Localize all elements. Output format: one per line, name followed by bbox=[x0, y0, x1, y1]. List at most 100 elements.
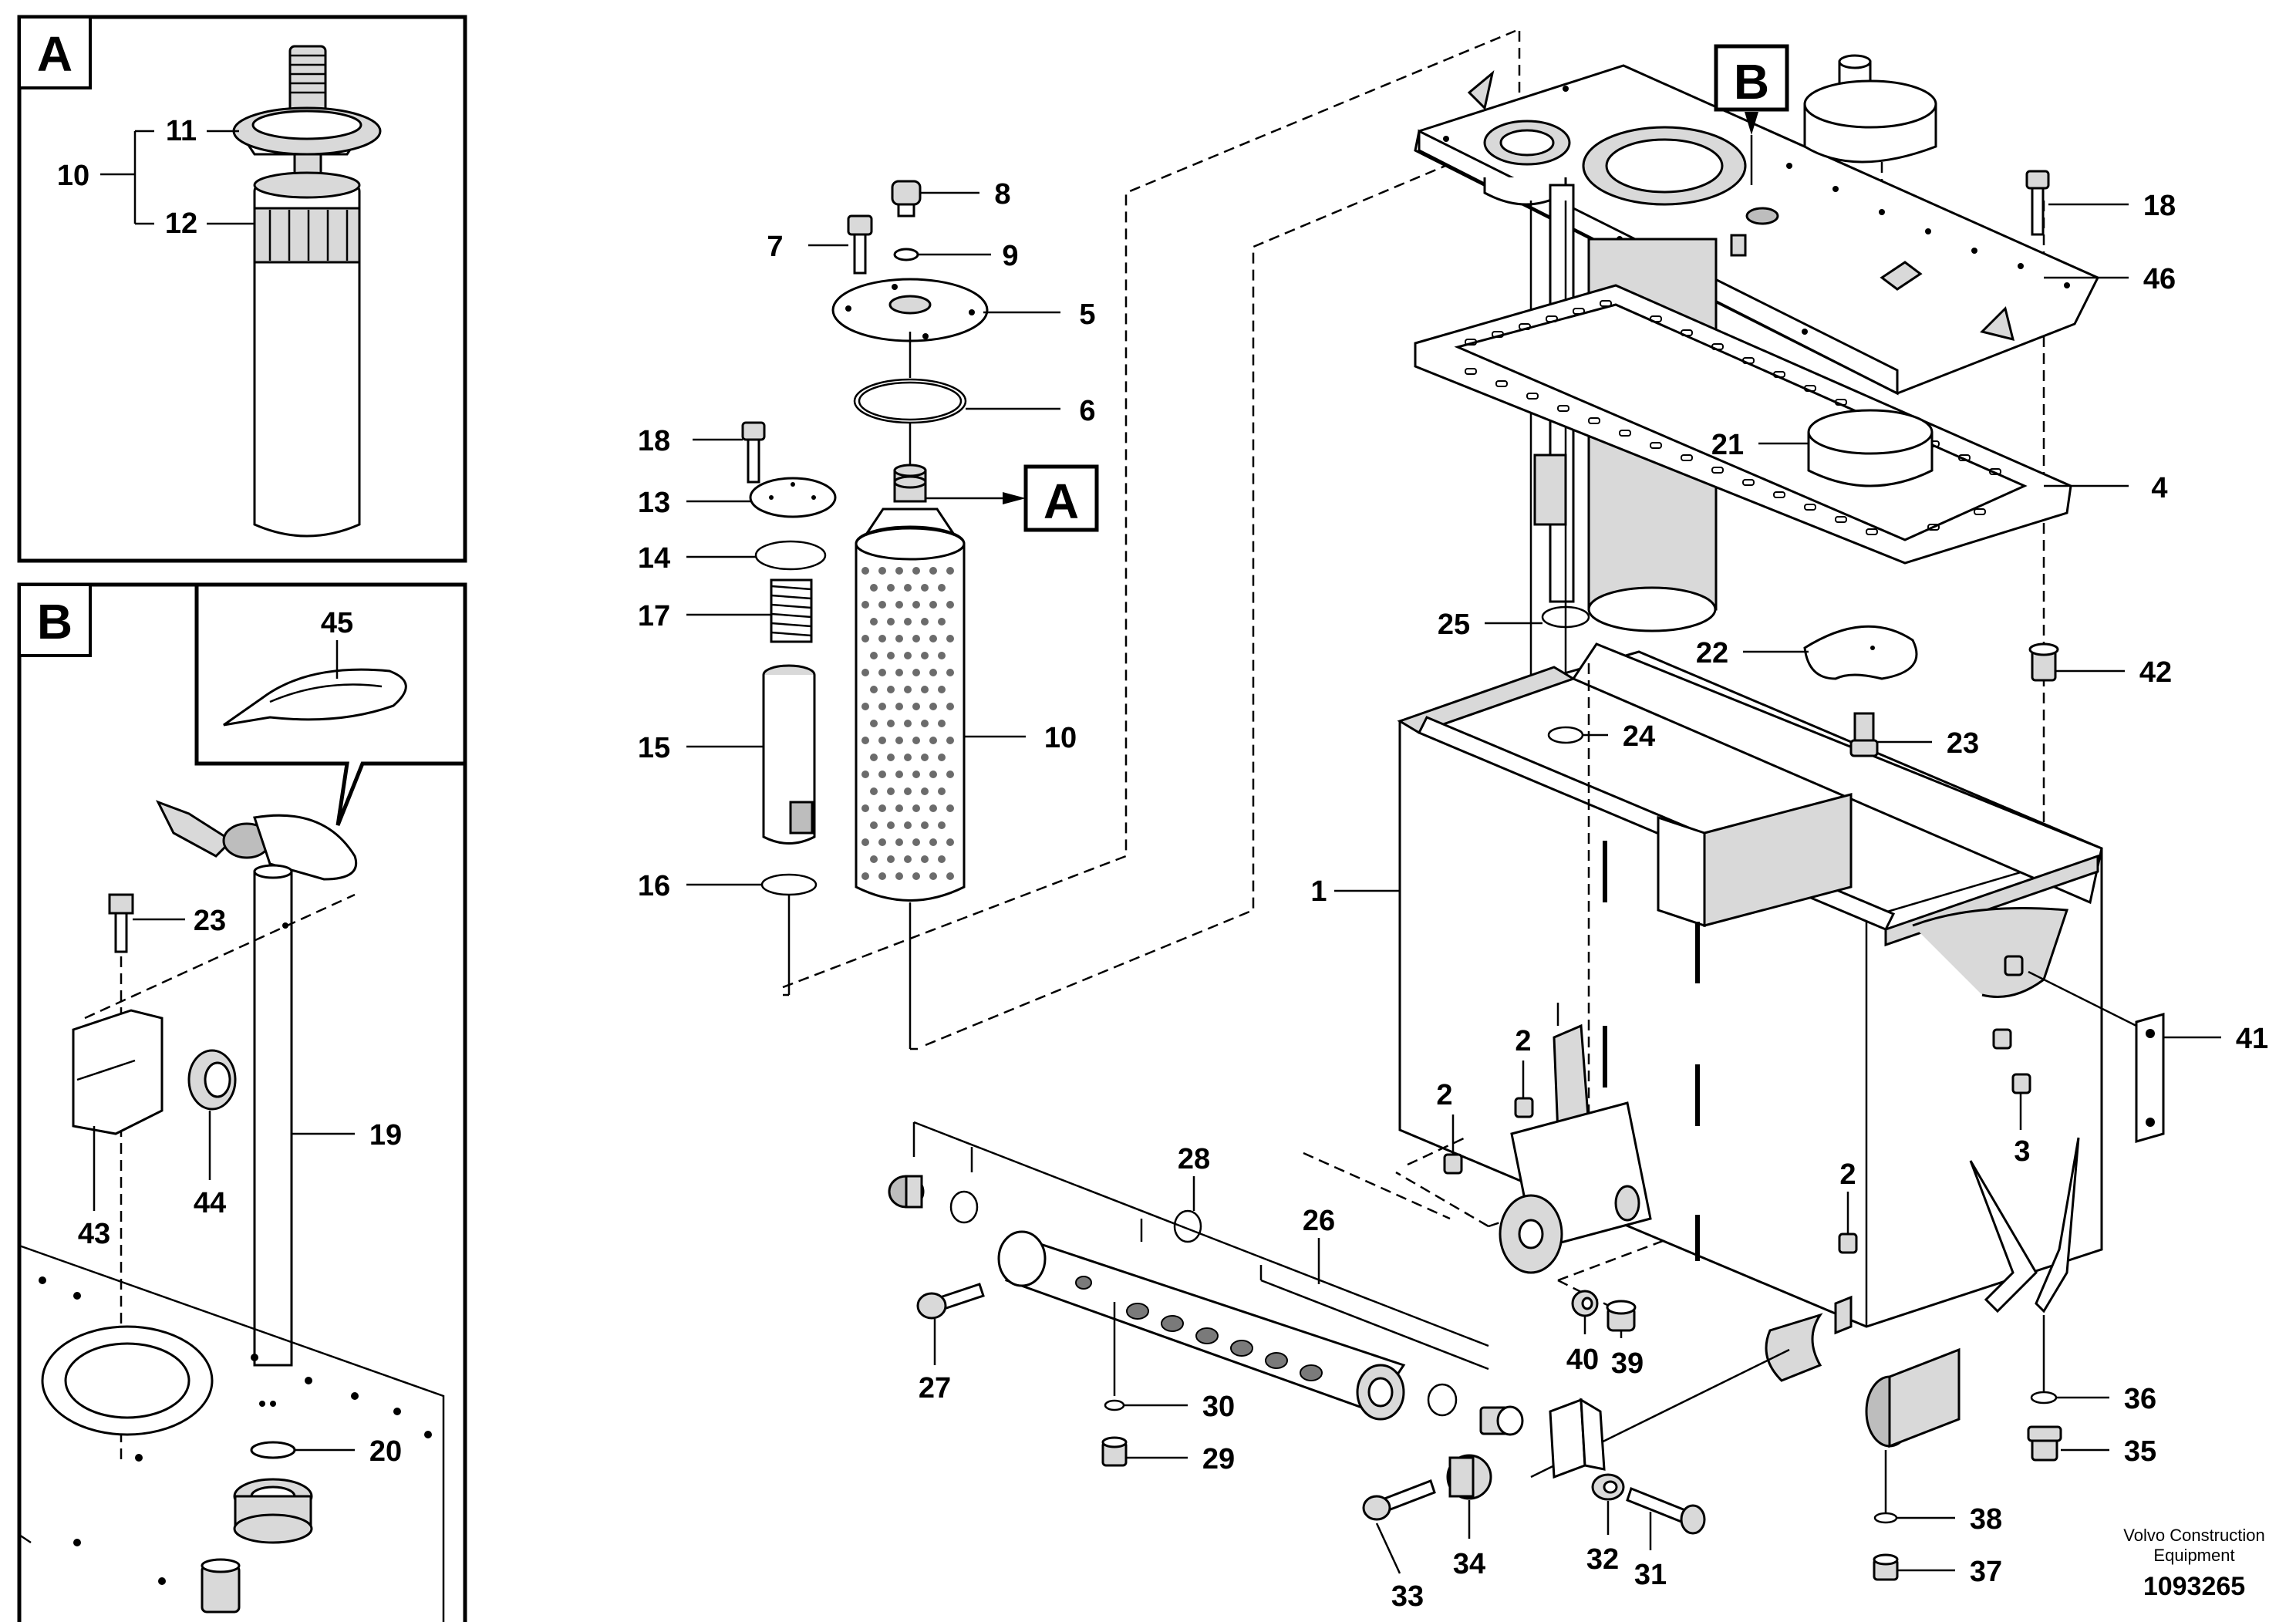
perforation-hole bbox=[938, 821, 946, 829]
perforation-hole bbox=[887, 787, 895, 795]
perforation-hole bbox=[921, 754, 929, 761]
perforation-hole bbox=[904, 618, 912, 626]
perforation-hole bbox=[938, 787, 946, 795]
label-17: 17 bbox=[638, 600, 670, 632]
perforation-hole bbox=[870, 686, 878, 693]
filter-element-15 bbox=[762, 664, 816, 845]
perforation-hole bbox=[912, 737, 920, 744]
label-4: 4 bbox=[2151, 472, 2167, 504]
label-23: 23 bbox=[1947, 727, 1979, 760]
label-15: 15 bbox=[638, 732, 670, 764]
perforation-hole bbox=[929, 669, 937, 676]
perforation-hole bbox=[929, 771, 937, 778]
label-27: 27 bbox=[919, 1372, 951, 1404]
seal-20 bbox=[233, 1478, 313, 1544]
label-5: 5 bbox=[1079, 298, 1095, 331]
perforation-hole bbox=[895, 838, 903, 846]
perforation-hole bbox=[904, 821, 912, 829]
perforation-hole bbox=[878, 703, 886, 710]
perforation-hole bbox=[938, 618, 946, 626]
perforation-hole bbox=[870, 821, 878, 829]
perforation-hole bbox=[878, 567, 886, 575]
label-31: 31 bbox=[1634, 1559, 1667, 1591]
perforation-hole bbox=[946, 635, 954, 642]
label-25: 25 bbox=[1438, 609, 1470, 641]
perforation-hole bbox=[870, 754, 878, 761]
hydraulic-tank-1 bbox=[1397, 642, 2103, 1448]
perforation-hole bbox=[887, 720, 895, 727]
perforation-hole bbox=[946, 804, 954, 812]
perforation-hole bbox=[878, 838, 886, 846]
inset-b-panel: B 45 19 23 bbox=[17, 582, 467, 1622]
perforation-hole bbox=[946, 872, 954, 880]
label-16: 16 bbox=[638, 870, 670, 902]
perforation-hole bbox=[895, 771, 903, 778]
level-sensor-19 bbox=[155, 800, 357, 1407]
inset-b-letter: B bbox=[37, 594, 72, 649]
perforation-hole bbox=[887, 821, 895, 829]
callout-b: B bbox=[1714, 44, 1789, 185]
perforation-hole bbox=[895, 635, 903, 642]
perforation-hole bbox=[912, 669, 920, 676]
label-37: 37 bbox=[1970, 1556, 2002, 1588]
strainer-10 bbox=[855, 464, 966, 1049]
label-7: 7 bbox=[767, 231, 783, 263]
perforation-hole bbox=[887, 754, 895, 761]
part-labels: 1 2 2 2 3 4 5 6 7 8 9 10 13 14 15 16 17 … bbox=[638, 178, 2268, 1613]
perforation-hole bbox=[921, 584, 929, 592]
inset-a-leaders bbox=[100, 130, 255, 225]
perforation-hole bbox=[946, 737, 954, 744]
perforation-hole bbox=[870, 618, 878, 626]
label-10-inset: 10 bbox=[57, 160, 89, 192]
perforation-hole bbox=[870, 720, 878, 727]
perforation-hole bbox=[895, 567, 903, 575]
perforation-hole bbox=[878, 804, 886, 812]
label-43: 43 bbox=[78, 1218, 110, 1250]
perforation-hole bbox=[895, 601, 903, 609]
perforation-hole bbox=[895, 872, 903, 880]
perforation-hole bbox=[887, 652, 895, 659]
perforation-hole bbox=[895, 804, 903, 812]
label-18b: 18 bbox=[2143, 190, 2176, 222]
perforation-hole bbox=[938, 720, 946, 727]
perforation-hole bbox=[912, 635, 920, 642]
perforation-hole bbox=[929, 567, 937, 575]
perforation-hole bbox=[861, 669, 869, 676]
label-24: 24 bbox=[1623, 720, 1655, 753]
plug-inset bbox=[201, 1558, 241, 1614]
label-20: 20 bbox=[369, 1435, 402, 1468]
label-8: 8 bbox=[994, 178, 1010, 211]
label-6: 6 bbox=[1079, 395, 1095, 427]
perforation-hole bbox=[921, 855, 929, 863]
perforation-hole bbox=[921, 821, 929, 829]
label-34: 34 bbox=[1453, 1548, 1485, 1580]
label-42: 42 bbox=[2139, 656, 2172, 689]
bracket-43 bbox=[72, 1009, 164, 1135]
label-39: 39 bbox=[1611, 1347, 1644, 1380]
perforation-hole bbox=[861, 838, 869, 846]
label-41: 41 bbox=[2236, 1023, 2268, 1055]
perforation-hole bbox=[929, 635, 937, 642]
baffle-plate-22 bbox=[1803, 625, 1918, 680]
perforation-hole bbox=[929, 703, 937, 710]
nut-44 bbox=[187, 1049, 237, 1111]
perforation-hole bbox=[861, 737, 869, 744]
perforation-hole bbox=[904, 787, 912, 795]
perforation-hole bbox=[921, 720, 929, 727]
perforation-hole bbox=[946, 771, 954, 778]
filter-cover-column: A bbox=[686, 180, 1099, 1049]
perforation-hole bbox=[921, 618, 929, 626]
label-14: 14 bbox=[638, 542, 670, 575]
perforation-hole bbox=[912, 838, 920, 846]
inset-a-letter: A bbox=[37, 26, 72, 82]
bolt-23-inset bbox=[108, 893, 134, 953]
label-33: 33 bbox=[1391, 1580, 1424, 1613]
brand-line-1: Volvo Construction bbox=[2123, 1526, 2264, 1545]
label-11: 11 bbox=[166, 115, 197, 147]
label-23-inset: 23 bbox=[194, 905, 226, 937]
perforation-hole bbox=[887, 584, 895, 592]
perforation-hole bbox=[921, 686, 929, 693]
perforation-hole bbox=[878, 737, 886, 744]
perforation-hole bbox=[938, 652, 946, 659]
label-36: 36 bbox=[2124, 1383, 2156, 1415]
